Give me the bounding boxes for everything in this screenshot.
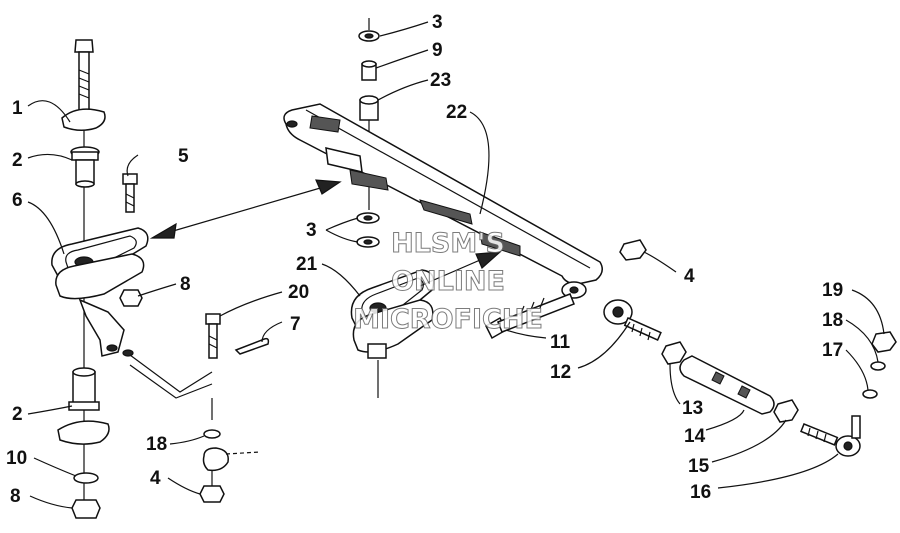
part-16-rod-end <box>800 415 861 457</box>
watermark-line-1: HLSM'S <box>391 228 505 259</box>
part-5-bolt <box>122 173 138 213</box>
part-12-rod-end <box>603 299 662 341</box>
part-6-steering-arm <box>51 227 149 357</box>
callout-2-bottom: 2 <box>12 404 23 425</box>
part-18-washer-right <box>870 361 886 371</box>
callout-9: 9 <box>432 40 443 61</box>
part-7-cotter-pin <box>234 337 270 355</box>
part-link-ball <box>202 447 229 472</box>
part-1-plate <box>61 108 106 131</box>
part-22-steering-bar <box>283 103 603 299</box>
part-plate-lower <box>57 420 110 445</box>
part-15-nut <box>773 399 799 423</box>
callout-13: 13 <box>682 398 703 419</box>
callout-labels: 1 2 5 6 8 2 10 8 20 7 18 4 3 9 23 22 3 2… <box>6 12 843 507</box>
callout-21: 21 <box>296 254 318 275</box>
callout-11: 11 <box>550 332 571 353</box>
link-bolt-assembly <box>129 313 270 503</box>
callout-10: 10 <box>6 448 27 469</box>
callout-4-upper: 4 <box>684 266 695 287</box>
part-14-sleeve <box>679 355 775 415</box>
callout-23: 23 <box>430 70 451 91</box>
watermark-line-2: ONLINE <box>391 266 505 297</box>
left-steering-post-assembly <box>51 39 149 519</box>
callout-8-lower: 8 <box>10 486 21 507</box>
center-pivot-stack <box>350 18 435 398</box>
callout-15: 15 <box>688 456 710 477</box>
callout-1: 1 <box>12 98 23 119</box>
callout-18-middle: 18 <box>146 434 167 455</box>
callout-4-lower: 4 <box>150 468 161 489</box>
part-10-washer <box>73 472 99 484</box>
callout-5: 5 <box>178 146 189 167</box>
callout-8-upper: 8 <box>180 274 191 295</box>
part-19-nut <box>871 331 897 353</box>
callout-12: 12 <box>550 362 571 383</box>
callout-19: 19 <box>822 280 843 301</box>
part-11-bolt <box>485 293 575 340</box>
part-8-nut-upper <box>119 289 143 307</box>
leader-lines <box>27 21 885 509</box>
assembly-arrows <box>149 179 502 287</box>
callout-17: 17 <box>822 340 843 361</box>
callout-14: 14 <box>684 426 706 447</box>
callout-3-top: 3 <box>432 12 443 33</box>
part-1-bolt <box>74 39 94 111</box>
watermark: HLSM'S ONLINE MICROFICHE <box>353 228 544 336</box>
part-17-washer <box>862 389 878 399</box>
part-21-pivot-arm <box>350 269 435 398</box>
callout-16: 16 <box>690 482 711 503</box>
callout-22: 22 <box>446 102 467 123</box>
part-2-bushing-top <box>70 146 100 188</box>
tie-rod-assembly <box>603 299 897 457</box>
watermark-line-3: MICROFICHE <box>353 304 543 335</box>
part-4-nut-upper <box>619 239 647 261</box>
part-2-bushing-bottom <box>68 367 100 411</box>
part-13-nut <box>661 341 687 365</box>
part-4-nut-lower <box>199 485 225 503</box>
callout-18-right: 18 <box>822 310 843 331</box>
callout-7: 7 <box>290 314 301 335</box>
part-18-washer <box>203 429 221 439</box>
part-8-nut-lower <box>71 499 101 519</box>
callout-6: 6 <box>12 190 23 211</box>
callout-2-top: 2 <box>12 150 23 171</box>
callout-3-middle: 3 <box>306 220 317 241</box>
callout-20: 20 <box>288 282 309 303</box>
